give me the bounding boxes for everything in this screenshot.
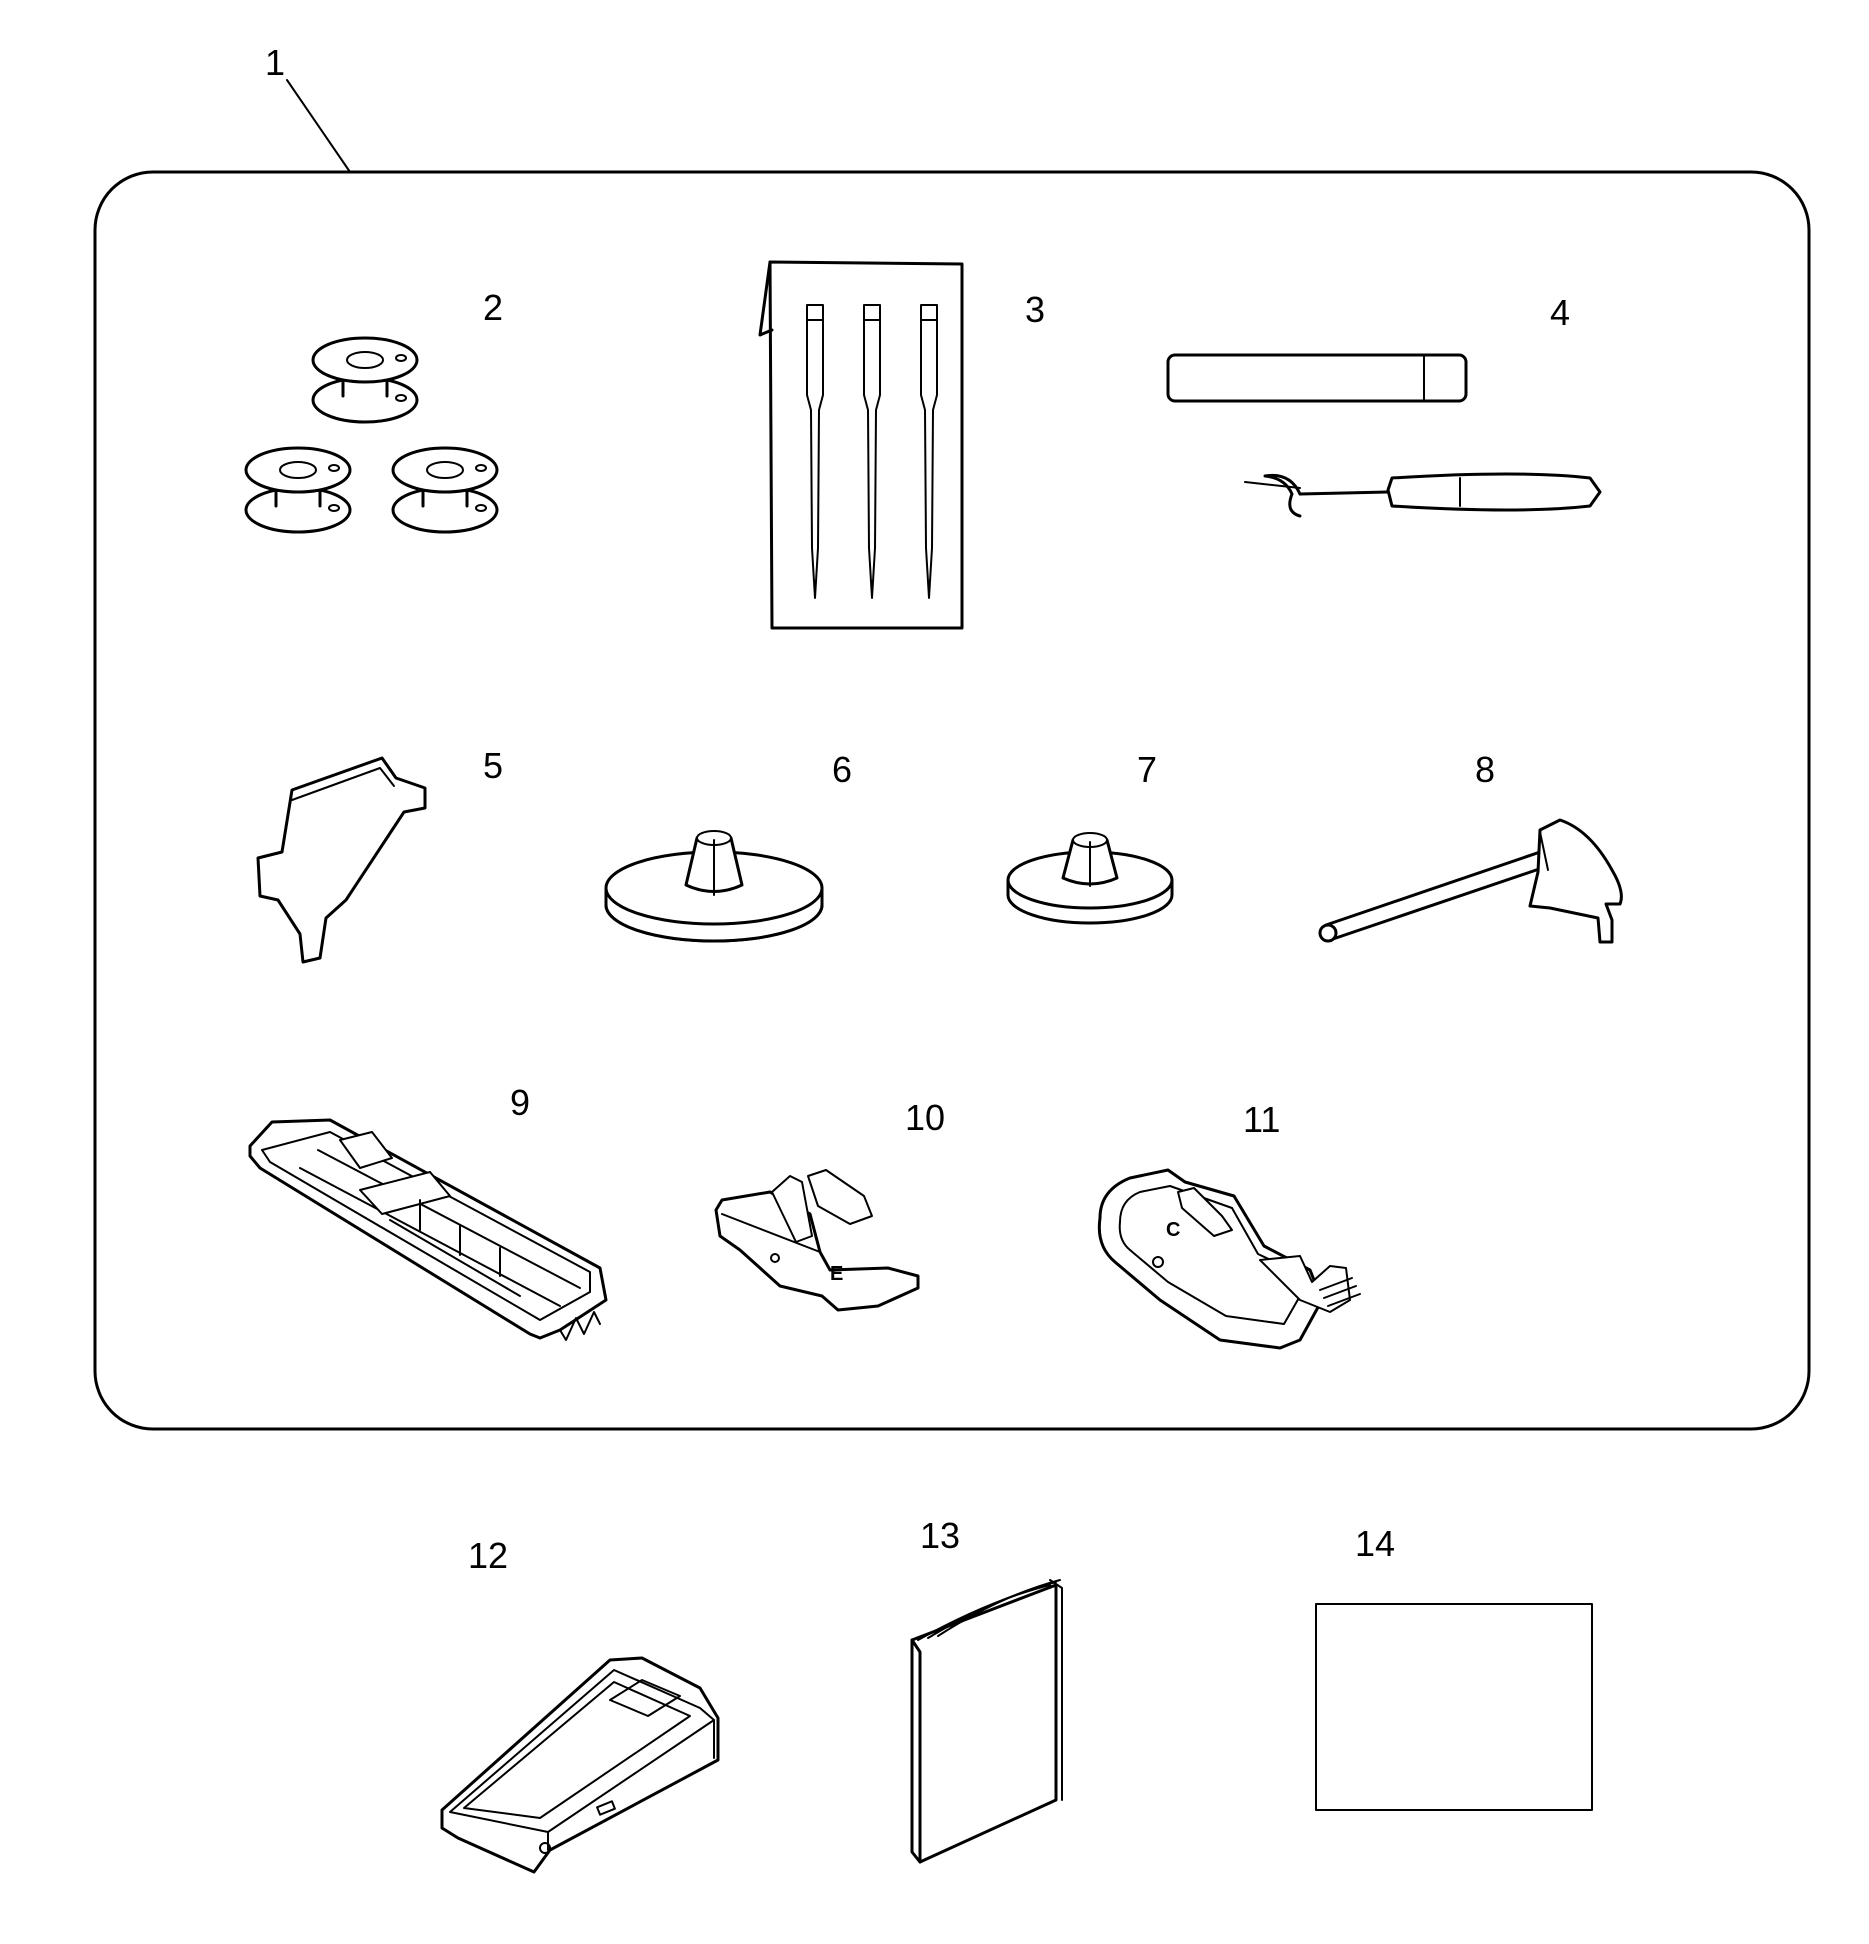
brush-and-seam-ripper-illustration [1166, 353, 1602, 518]
callout-7: 7 [1137, 749, 1157, 790]
spool-holder-large-illustration [604, 830, 824, 943]
bobbins-illustration [244, 336, 499, 534]
callout-4: 4 [1550, 292, 1570, 333]
callout-13: 13 [920, 1515, 960, 1556]
needle-pack-illustration [758, 260, 964, 630]
callout-6: 6 [832, 749, 852, 790]
spool-holder-small-illustration [1006, 832, 1174, 925]
callout-14: 14 [1355, 1523, 1395, 1564]
sheet-illustration [1315, 1603, 1593, 1811]
buttonhole-foot-illustration [248, 1118, 608, 1341]
callout-8: 8 [1475, 749, 1495, 790]
zigzag-foot-letter: E [830, 1263, 843, 1285]
callout-5: 5 [483, 745, 503, 786]
callout-12: 12 [468, 1535, 508, 1576]
callout-1-leader [286, 79, 351, 173]
instruction-book-illustration [910, 1579, 1063, 1864]
callout-2: 2 [483, 287, 503, 328]
callout-11: 11 [1243, 1099, 1280, 1140]
callout-9: 9 [510, 1082, 530, 1123]
callout-3: 3 [1025, 289, 1045, 330]
overedge-foot-illustration: C [1097, 1168, 1361, 1350]
callout-10: 10 [905, 1097, 945, 1138]
accessory-box-outline [93, 170, 1811, 1431]
foot-control-illustration [440, 1656, 720, 1874]
screwdriver-illustration [256, 756, 427, 964]
spool-pin-illustration [1318, 818, 1623, 944]
overedge-foot-letter: C [1166, 1219, 1180, 1241]
callout-1: 1 [265, 42, 285, 83]
zigzag-foot-illustration: E [714, 1169, 920, 1312]
